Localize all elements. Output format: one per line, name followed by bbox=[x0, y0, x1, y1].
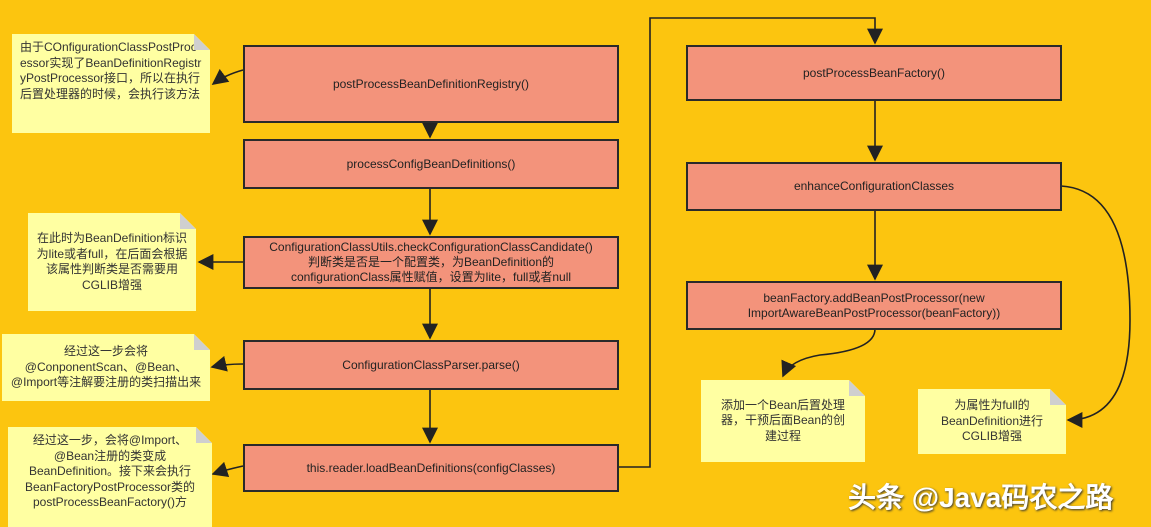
box-label: configurationClass属性赋值，设置为lite，full或者nul… bbox=[290, 270, 572, 284]
load-bean-definitions-box: this.reader.loadBeanDefinitions(configCl… bbox=[243, 444, 619, 492]
note-registry: 由于COnfigurationClassPostProcessor实现了Bean… bbox=[12, 34, 210, 133]
box-label: processConfigBeanDefinitions() bbox=[346, 156, 516, 171]
note-lite-full: 在此时为BeanDefinition标识为lite或者full，在后面会根据该属… bbox=[28, 213, 196, 311]
box-label: postProcessBeanDefinitionRegistry() bbox=[332, 76, 530, 91]
check-configuration-class-candidate-box: ConfigurationClassUtils.checkConfigurati… bbox=[243, 236, 619, 289]
note-cglib: 为属性为full的BeanDefinition进行CGLIB增强 bbox=[918, 389, 1066, 454]
process-config-bean-definitions-box: processConfigBeanDefinitions() bbox=[243, 139, 619, 189]
note-text: 由于COnfigurationClassPostProcessor实现了Bean… bbox=[20, 40, 202, 101]
box-label: enhanceConfigurationClasses bbox=[793, 179, 955, 193]
note-text: 在此时为BeanDefinition标识为lite或者full，在后面会根据该属… bbox=[36, 231, 188, 292]
enhance-configuration-classes-box: enhanceConfigurationClasses bbox=[686, 162, 1062, 211]
watermark: 头条 @Java码农之路 bbox=[848, 482, 1114, 513]
box-label: postProcessBeanFactory() bbox=[802, 65, 946, 80]
box-label: ImportAwareBeanPostProcessor(beanFactory… bbox=[747, 305, 1001, 320]
note-bean-post-processor: 添加一个Bean后置处理器，干预后面Bean的创建过程 bbox=[701, 380, 865, 462]
note-text: 经过这一步会将@ConponentScan、@Bean、@Import等注解要注… bbox=[10, 344, 202, 390]
box-label: beanFactory.addBeanPostProcessor(new bbox=[763, 290, 985, 305]
box-label: ConfigurationClassUtils.checkConfigurati… bbox=[269, 240, 593, 254]
configuration-class-parser-parse-box: ConfigurationClassParser.parse() bbox=[243, 340, 619, 390]
note-text: 经过这一步，会将@Import、@Bean注册的类变成BeanDefinitio… bbox=[24, 433, 196, 509]
box-label: ConfigurationClassParser.parse() bbox=[342, 357, 520, 372]
note-load: 经过这一步，会将@Import、@Bean注册的类变成BeanDefinitio… bbox=[8, 427, 212, 527]
box-label: 判断类是否是一个配置类，为BeanDefinition的 bbox=[307, 255, 555, 269]
note-text: 为属性为full的BeanDefinition进行CGLIB增强 bbox=[940, 398, 1044, 444]
box-label: this.reader.loadBeanDefinitions(configCl… bbox=[306, 460, 556, 475]
note-scan: 经过这一步会将@ConponentScan、@Bean、@Import等注解要注… bbox=[2, 334, 210, 401]
post-process-bean-factory-box: postProcessBeanFactory() bbox=[686, 45, 1062, 101]
note-text: 添加一个Bean后置处理器，干预后面Bean的创建过程 bbox=[720, 397, 846, 443]
post-process-bean-definition-registry-box: postProcessBeanDefinitionRegistry() bbox=[243, 45, 619, 123]
